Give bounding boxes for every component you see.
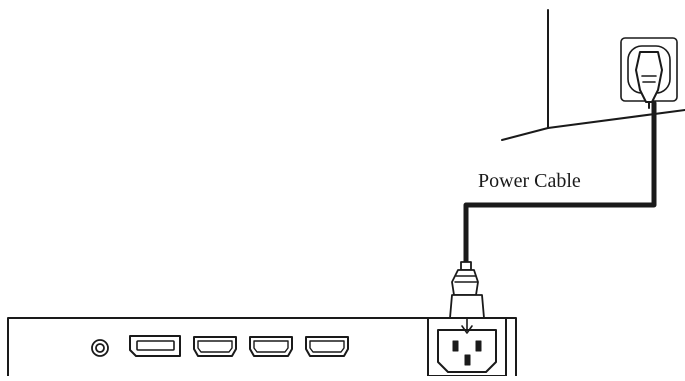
hdmi-port-2-inner — [253, 340, 289, 353]
iec-connector-icon — [449, 261, 485, 334]
hdmi-port-2 — [249, 336, 293, 357]
ac-pin-ground — [464, 354, 471, 366]
ac-pin-left — [452, 340, 459, 352]
displayport-port — [129, 335, 181, 357]
power-cable-label: Power Cable — [478, 170, 581, 192]
ac-pin-right — [475, 340, 482, 352]
audio-jack-inner — [95, 343, 105, 353]
wall-corner — [501, 9, 685, 141]
hdmi-port-1-inner — [197, 340, 233, 353]
connector-strain-relief — [460, 261, 472, 271]
wall-outlet — [620, 37, 678, 109]
hdmi-port-3 — [305, 336, 349, 357]
audio-jack-outer — [91, 339, 109, 357]
device-body-outline — [7, 317, 517, 377]
connector-head — [449, 294, 485, 319]
wall-floor-edge-right — [547, 109, 685, 129]
hdmi-port-3-inner — [309, 340, 345, 353]
wall-floor-edge-left — [501, 127, 549, 141]
power-cable — [463, 100, 657, 265]
insert-arrow-head — [461, 325, 473, 334]
displayport-contacts — [136, 340, 175, 351]
hdmi-port-1 — [193, 336, 237, 357]
device-rear-panel — [7, 317, 517, 377]
ac-inlet-socket — [437, 329, 497, 373]
